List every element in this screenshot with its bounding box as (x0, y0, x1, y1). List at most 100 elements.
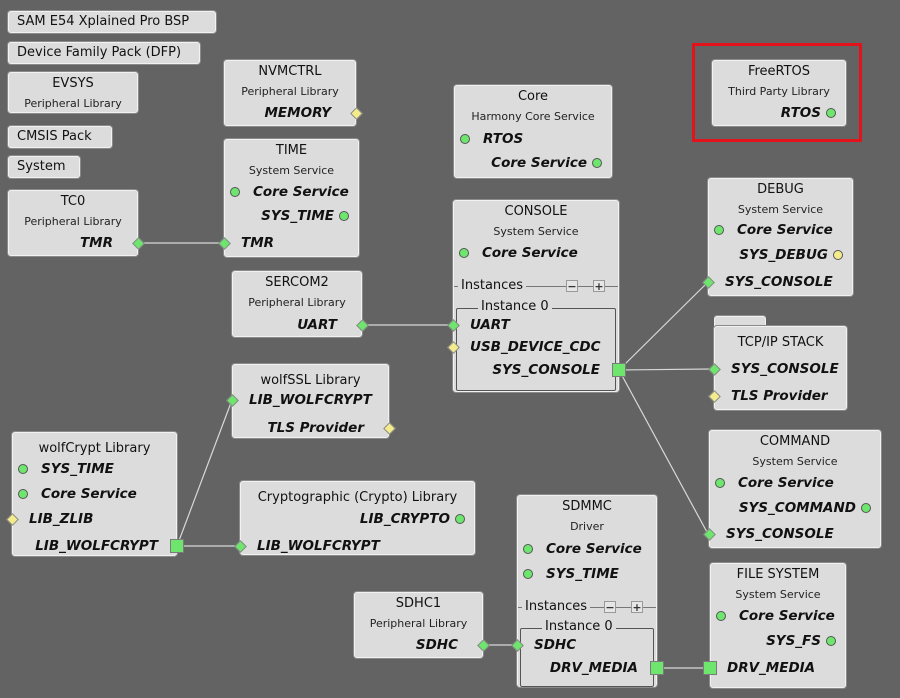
connection-wire (618, 369, 709, 535)
node-cmsis[interactable]: CMSIS Pack (8, 126, 112, 148)
dot-green-connector-icon[interactable] (523, 544, 533, 554)
port-core-service: Core Service (546, 541, 642, 557)
node-title: Core (517, 89, 549, 104)
node-title: SDHC1 (395, 596, 442, 611)
port-sys-time: SYS_TIME (41, 461, 114, 477)
connection-wire (618, 368, 713, 371)
dot-green-connector-icon[interactable] (18, 489, 28, 499)
port-sys-console: SYS_CONSOLE (492, 362, 600, 378)
instances-divider (454, 286, 618, 287)
node-title: EVSYS (52, 76, 94, 91)
instance-0-label: Instance 0 (478, 299, 552, 314)
port-tls-provider: TLS Provider (267, 420, 364, 436)
port-sys-console: SYS_CONSOLE (726, 526, 834, 542)
dot-green-connector-icon[interactable] (523, 569, 533, 579)
node-evsys[interactable]: EVSYS Peripheral Library (8, 72, 138, 113)
dot-green-connector-icon[interactable] (715, 478, 725, 488)
dot-green-connector-icon[interactable] (716, 611, 726, 621)
square-green-connector-icon[interactable] (170, 539, 184, 553)
dot-green-connector-icon[interactable] (592, 158, 602, 168)
dot-green-connector-icon[interactable] (459, 248, 469, 258)
dot-green-connector-icon[interactable] (861, 503, 871, 513)
node-bsp[interactable]: SAM E54 Xplained Pro BSP (8, 11, 216, 33)
dot-green-connector-icon[interactable] (714, 225, 724, 235)
port-lib-wolfcrypt: LIB_WOLFCRYPT (35, 538, 158, 554)
dot-green-connector-icon[interactable] (339, 211, 349, 221)
dot-green-connector-icon[interactable] (826, 636, 836, 646)
connection-wire (618, 281, 709, 371)
node-subtitle: System Service (737, 203, 824, 216)
port-tls-provider: TLS Provider (731, 388, 828, 404)
instances-label: Instances (458, 278, 527, 293)
node-subtitle: System Service (735, 588, 821, 601)
dot-green-connector-icon[interactable] (18, 464, 28, 474)
node-subtitle: System Service (493, 225, 579, 238)
add-instance-button[interactable]: + (593, 280, 605, 293)
port-drv-media: DRV_MEDIA (549, 660, 638, 676)
instance-0-label: Instance 0 (542, 619, 616, 634)
dot-green-connector-icon[interactable] (460, 134, 470, 144)
node-subtitle: Third Party Library (728, 85, 830, 98)
square-green-connector-icon[interactable] (612, 363, 626, 377)
port-rtos: RTOS (780, 105, 821, 121)
node-subtitle: Peripheral Library (369, 617, 468, 630)
node-dfp[interactable]: Device Family Pack (DFP) (8, 42, 200, 64)
node-title: SERCOM2 (265, 275, 329, 290)
dot-green-connector-icon[interactable] (230, 187, 240, 197)
port-sys-command: SYS_COMMAND (738, 500, 856, 516)
node-title: TCP/IP STACK (737, 335, 824, 350)
node-title: NVMCTRL (258, 64, 322, 79)
node-title: SDMMC (562, 499, 612, 514)
node-title: COMMAND (759, 434, 831, 449)
add-instance-button[interactable]: + (631, 601, 643, 614)
node-subtitle: Peripheral Library (24, 97, 122, 110)
dot-yellow-connector-icon[interactable] (833, 250, 843, 260)
freertos-highlight-box (692, 43, 862, 142)
node-title: FILE SYSTEM (736, 567, 820, 582)
port-sys-debug: SYS_DEBUG (739, 247, 828, 263)
port-sdhc: SDHC (415, 637, 458, 653)
port-uart: UART (297, 317, 337, 333)
square-green-connector-icon[interactable] (703, 661, 717, 675)
node-subtitle: System Service (752, 455, 838, 468)
node-title: FreeRTOS (747, 64, 811, 79)
node-title: wolfCrypt Library (38, 441, 151, 456)
port-uart: UART (470, 317, 510, 333)
port-core-service: Core Service (41, 486, 137, 502)
port-core-service: Core Service (737, 222, 833, 238)
square-green-connector-icon[interactable] (650, 661, 664, 675)
node-subtitle: Harmony Core Service (471, 110, 595, 123)
node-title: TC0 (60, 194, 86, 209)
dot-green-connector-icon[interactable] (826, 108, 836, 118)
node-title: wolfSSL Library (260, 373, 361, 388)
dot-green-connector-icon[interactable] (455, 514, 465, 524)
node-system[interactable]: System (8, 156, 80, 178)
connection-wire (176, 399, 233, 547)
port-sdhc: SDHC (534, 637, 577, 653)
node-title: TIME (275, 143, 308, 158)
port-usb-device-cdc: USB_DEVICE_CDC (470, 339, 601, 355)
port-lib-zlib: LIB_ZLIB (29, 511, 94, 527)
node-title: Cryptographic (Crypto) Library (257, 490, 458, 505)
node-subtitle: Peripheral Library (24, 215, 122, 228)
node-subtitle: System Service (248, 164, 335, 177)
remove-instance-button[interactable]: − (604, 601, 616, 614)
remove-instance-button[interactable]: − (566, 280, 578, 293)
